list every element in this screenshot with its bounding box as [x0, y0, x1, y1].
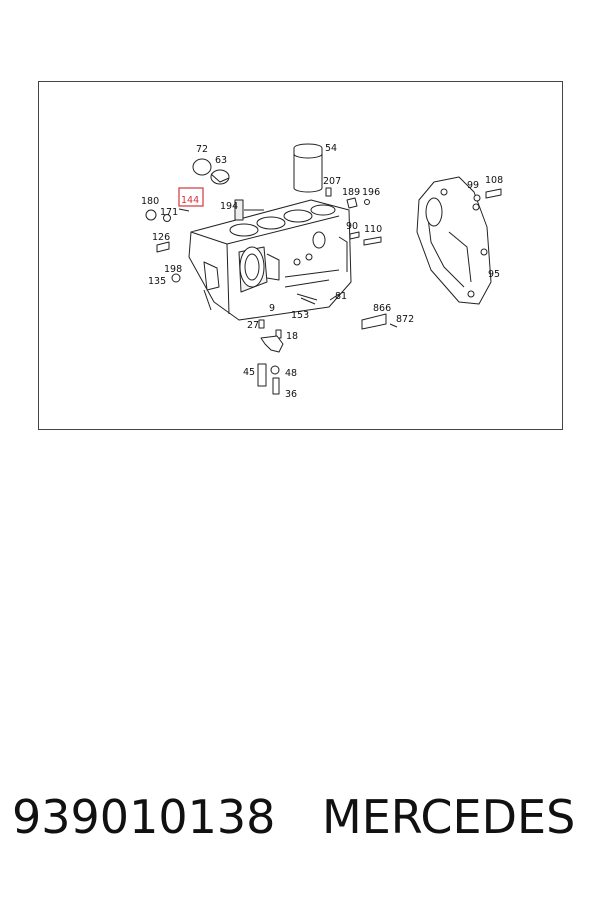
cylinder-liner-drawing: [293, 143, 323, 193]
callout-36[interactable]: 36: [285, 389, 297, 400]
callout-81[interactable]: 81: [335, 291, 347, 302]
callout-99[interactable]: 99: [467, 180, 479, 191]
timing-cover-drawing: [416, 176, 492, 305]
callout-135[interactable]: 135: [148, 276, 166, 287]
callout-171[interactable]: 171: [160, 207, 178, 218]
callout-866[interactable]: 866: [373, 303, 391, 314]
callout-194[interactable]: 194: [220, 201, 238, 212]
callout-196[interactable]: 196: [362, 187, 380, 198]
callout-153[interactable]: 153: [291, 310, 309, 321]
callout-72[interactable]: 72: [196, 144, 208, 155]
callout-45[interactable]: 45: [243, 367, 255, 378]
callout-126[interactable]: 126: [152, 232, 170, 243]
part-number: 939010138: [12, 790, 276, 844]
callout-18[interactable]: 18: [286, 331, 298, 342]
callout-54[interactable]: 54: [325, 143, 337, 154]
plug-72-drawing: [192, 158, 212, 176]
callout-189[interactable]: 189: [342, 187, 360, 198]
highlight-box: [178, 187, 204, 207]
callout-108[interactable]: 108: [485, 175, 503, 186]
engine-block-drawing: [188, 199, 352, 321]
callout-144[interactable]: 144: [181, 195, 199, 206]
callout-872[interactable]: 872: [396, 314, 414, 325]
exploded-parts-diagram: 7263542071891969910818014417119412690110…: [141, 143, 503, 400]
brand-name: MERCEDES: [322, 790, 576, 844]
pin-207-drawing: [325, 187, 332, 197]
callout-180[interactable]: 180: [141, 196, 159, 207]
plate-866-drawing: [361, 313, 387, 330]
callout-95[interactable]: 95: [488, 269, 500, 280]
callout-48[interactable]: 48: [285, 368, 297, 379]
bracket-drawing: [260, 335, 284, 353]
callout-9[interactable]: 9: [269, 303, 275, 314]
callout-110[interactable]: 110: [364, 224, 382, 235]
callout-27[interactable]: 27: [247, 320, 259, 331]
caption-bar: 939010138 MERCEDES: [0, 790, 600, 870]
bushing-189-drawing: [346, 197, 358, 209]
callout-198[interactable]: 198: [164, 264, 182, 275]
callout-90[interactable]: 90: [346, 221, 358, 232]
callout-63[interactable]: 63: [215, 155, 227, 166]
callout-207[interactable]: 207: [323, 176, 341, 187]
